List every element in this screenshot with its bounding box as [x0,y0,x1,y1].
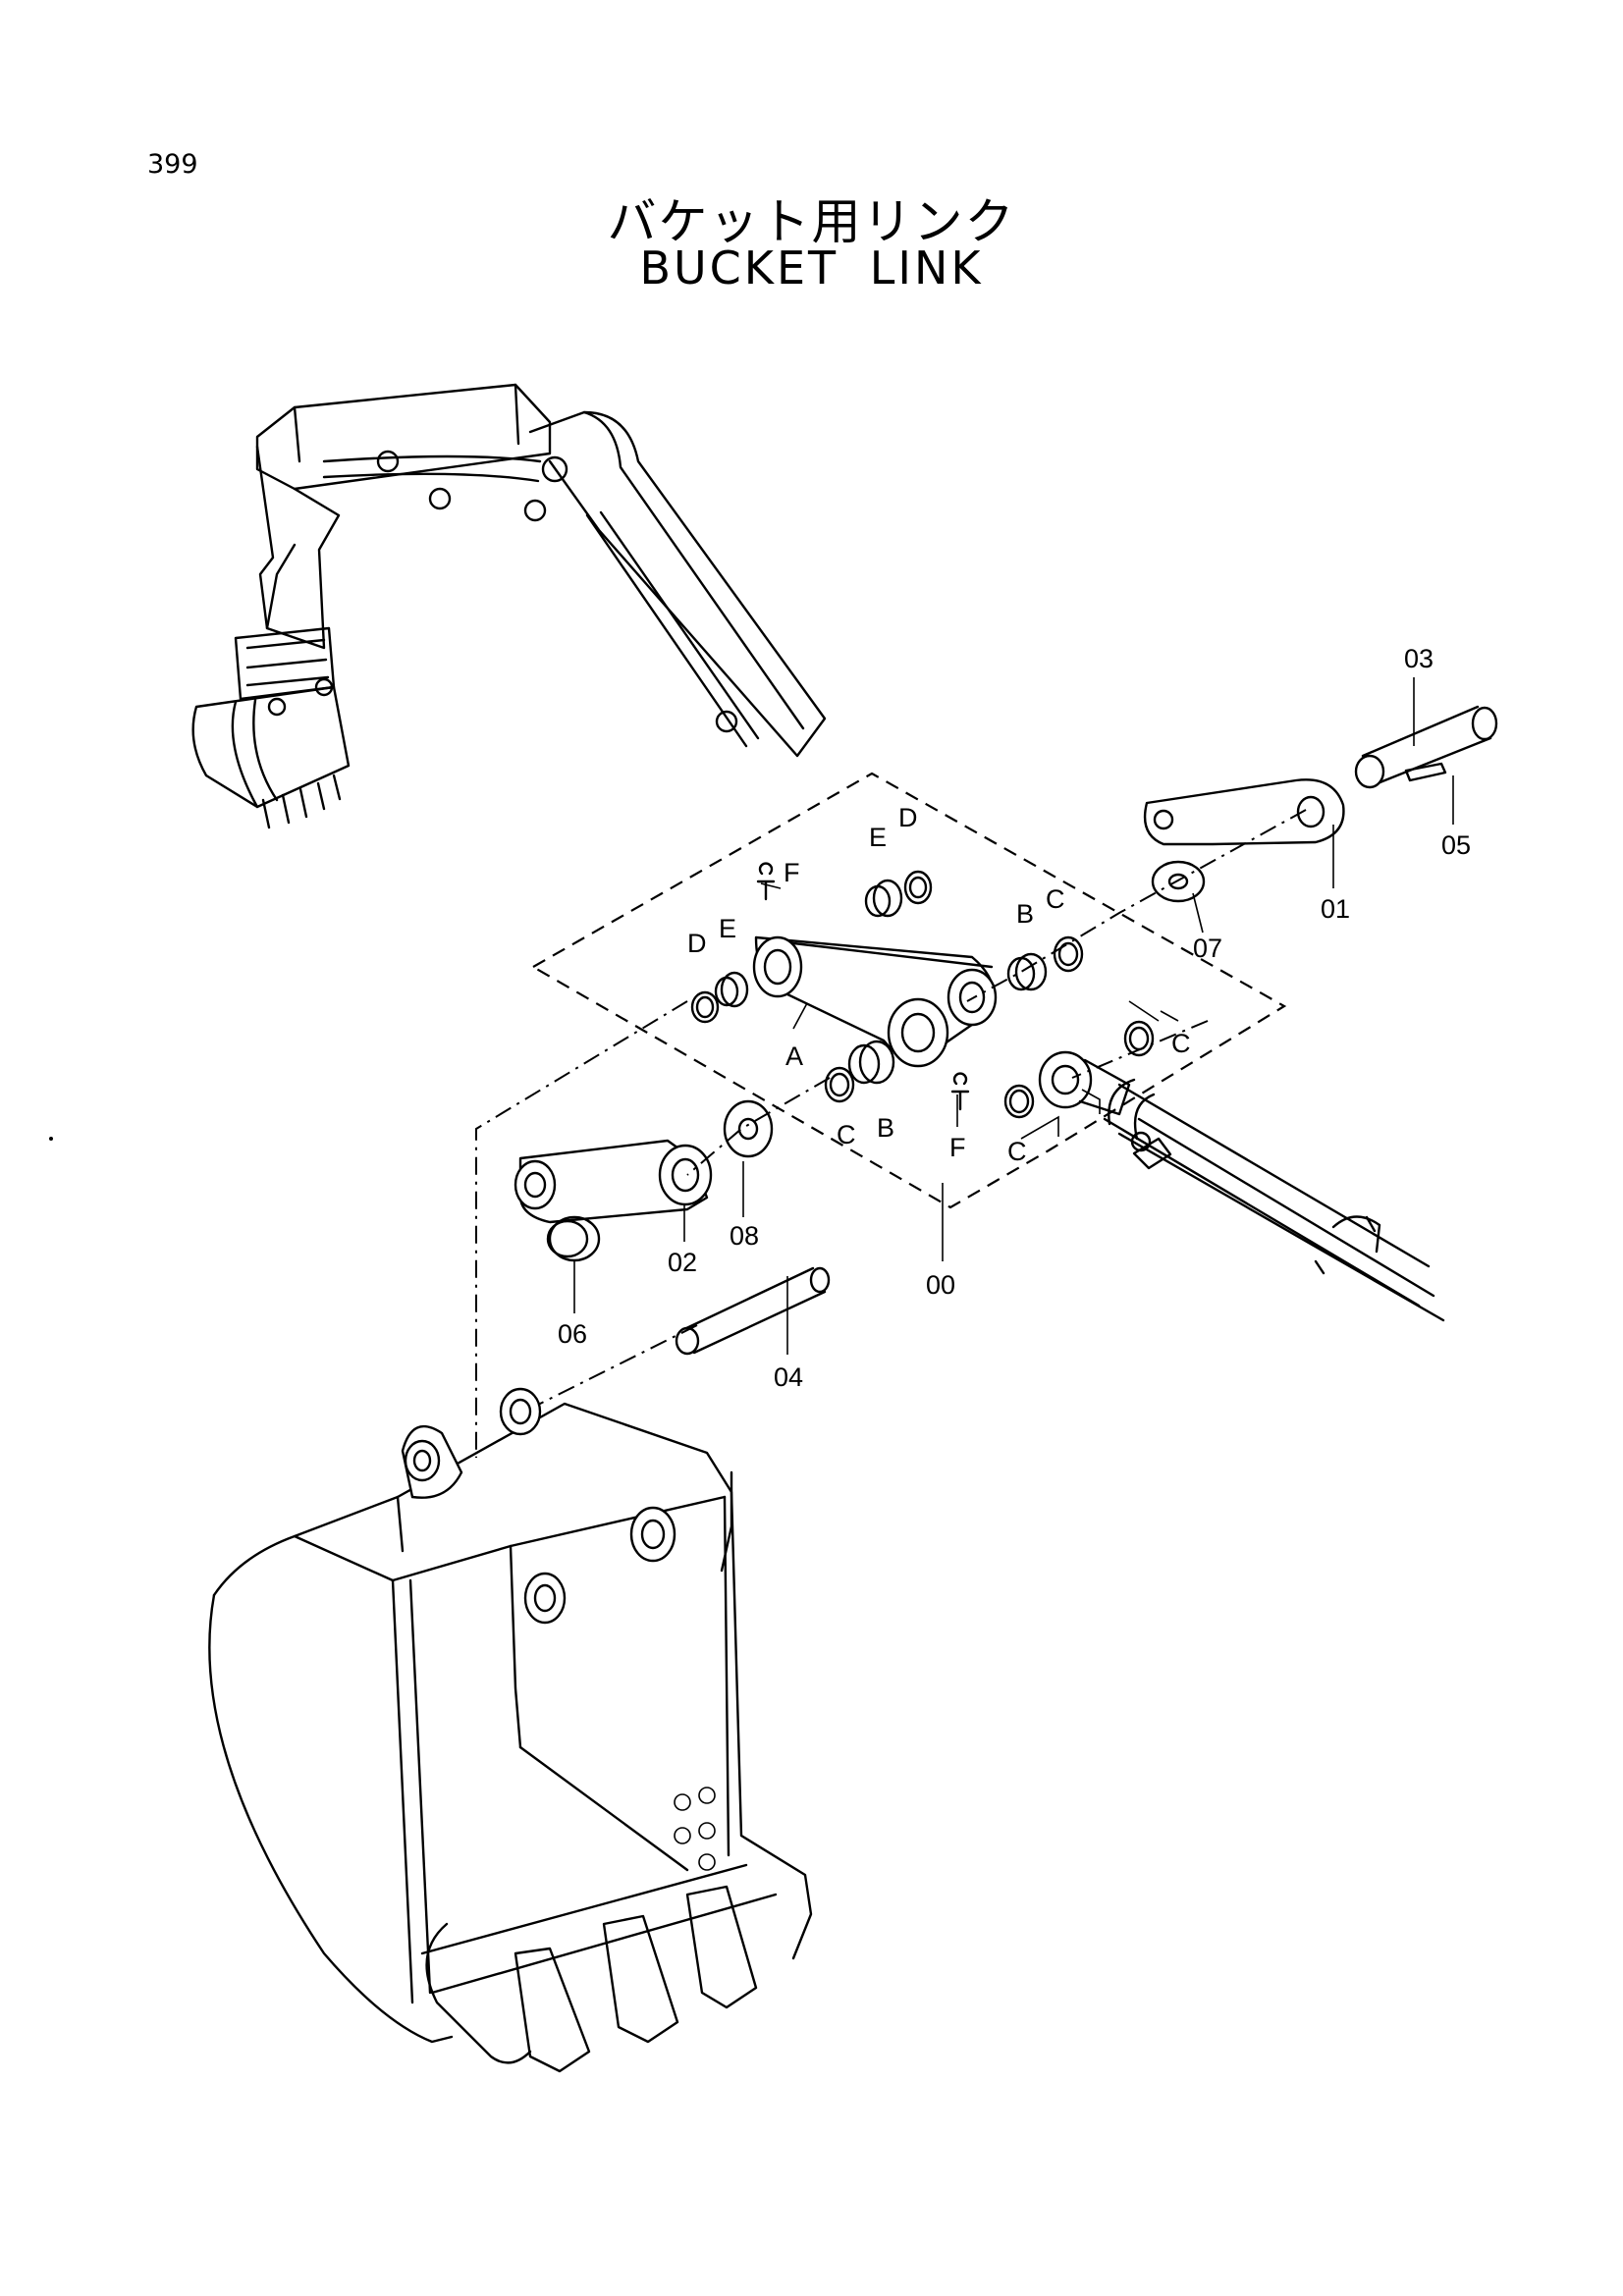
callout-03: 03 [1404,644,1434,673]
callout-07: 07 [1193,934,1222,963]
leader-lines [573,677,1454,1355]
bracket-marks [1020,1000,1179,1140]
callout-d1: D [898,803,918,832]
callout-b2: B [877,1113,894,1143]
callout-01: 01 [1321,894,1350,924]
callout-05: 05 [1441,830,1471,860]
callout-06: 06 [558,1319,587,1349]
callout-c1: C [1046,884,1065,914]
callout-04: 04 [774,1362,803,1392]
link-02-assembly [514,1099,831,1356]
overview-excavator-front [191,383,827,829]
link-01-assembly [1143,705,1498,903]
bucket-cylinder [1038,1050,1445,1322]
assembly-boundary [530,772,1287,1209]
page-number: 399 [147,149,198,180]
callout-a: A [785,1041,803,1071]
callout-f2: F [949,1133,966,1162]
bushings-and-seals [690,862,1155,1119]
callout-b1: B [1016,899,1034,929]
centerlines [475,809,1307,1458]
title-english: BUCKET LINK [639,241,984,294]
callout-e2: E [719,914,736,943]
callout-d2: D [687,929,707,958]
title-japanese: バケット用リンク [607,193,1016,250]
callout-08: 08 [730,1221,759,1251]
callout-02: 02 [668,1248,697,1277]
callout-00: 00 [926,1270,955,1300]
bucket [208,1387,813,2073]
callout-e1: E [869,823,887,852]
callout-c2: C [1171,1029,1191,1058]
callout-c4: C [1007,1137,1027,1166]
margin-dot [49,1137,53,1141]
callout-f1: F [784,858,800,887]
callout-labels: 03 05 01 07 E D F B C D E A C C B F C 08… [558,644,1471,1392]
link-a [752,935,998,1068]
callout-c3: C [837,1120,856,1149]
